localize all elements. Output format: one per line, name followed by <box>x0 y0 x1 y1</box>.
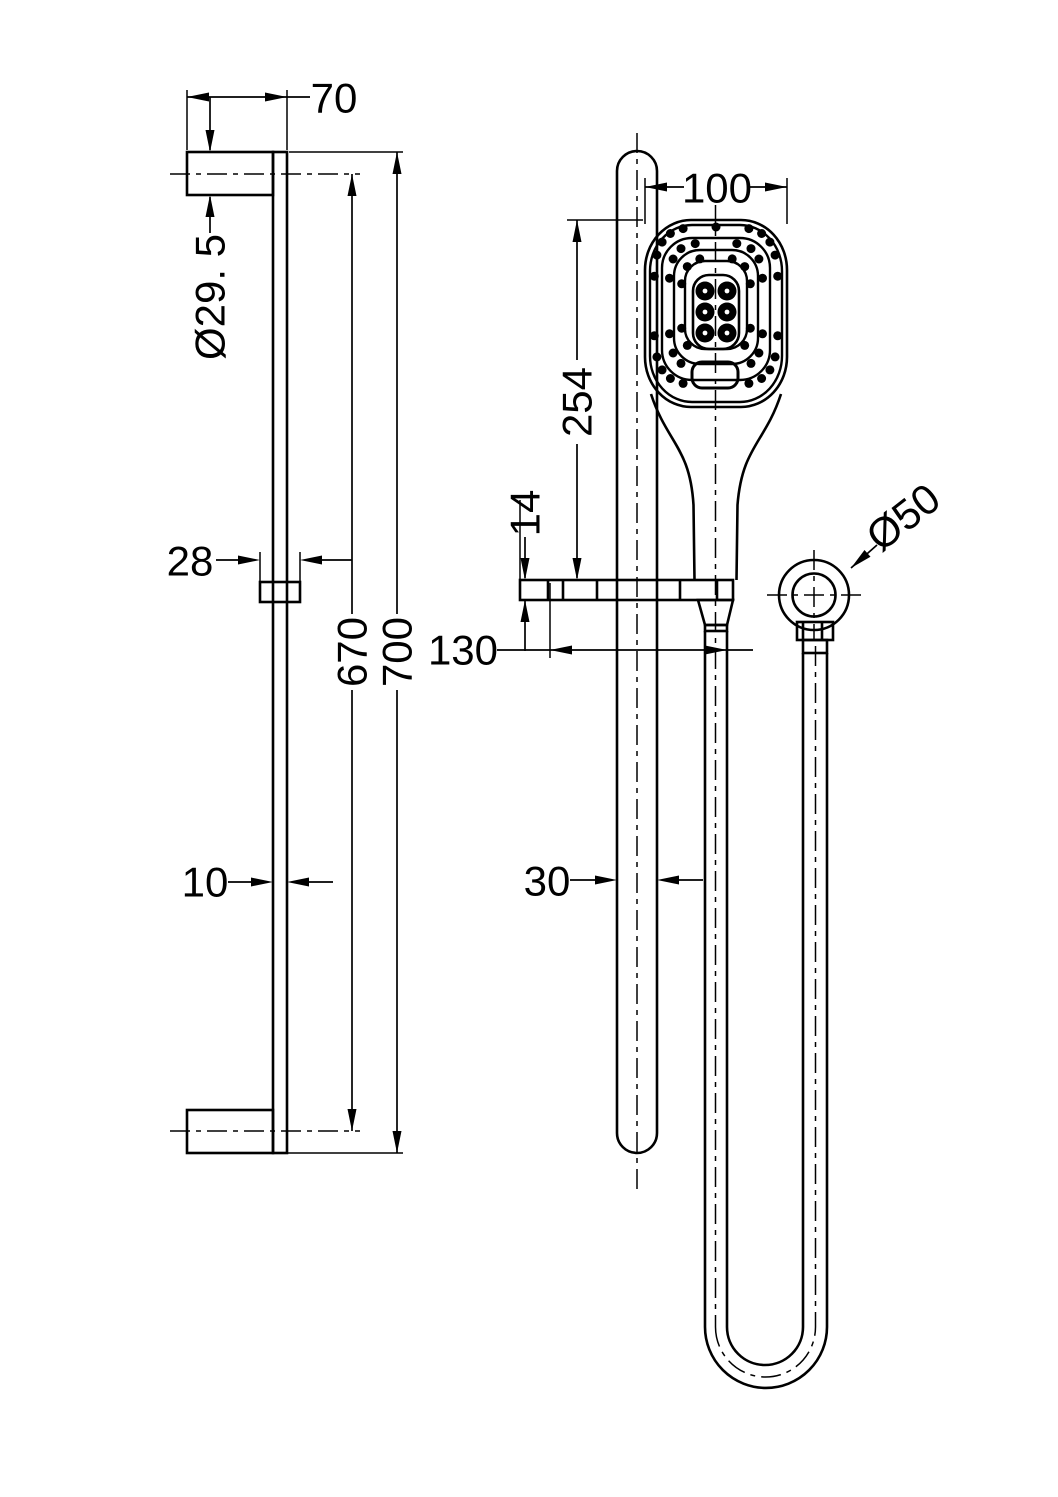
center-jet-capsule <box>691 273 741 351</box>
dim-14-label: 14 <box>502 490 549 537</box>
shower-head <box>643 205 789 1327</box>
hose <box>696 598 829 1390</box>
rail-side-profile <box>271 150 289 1155</box>
holder-bracket <box>518 500 735 602</box>
dim-670: 670 <box>329 174 376 1131</box>
right-view: 100 254 14 130 <box>428 133 949 1390</box>
dim-10-label: 10 <box>182 859 229 906</box>
dim-10: 10 <box>182 859 333 906</box>
nozzle-dots <box>649 222 783 388</box>
ring-ferrule <box>801 638 829 655</box>
dim-tube-diameter: Ø29. 5 <box>187 97 234 360</box>
slider-side-profile <box>258 580 302 604</box>
dim-254-label: 254 <box>554 367 601 437</box>
dim-700: 700 <box>275 151 421 1154</box>
dim-130: 130 <box>428 583 753 674</box>
dim-14: 14 <box>502 490 549 651</box>
dim-670-label: 670 <box>329 617 376 687</box>
hose-ubend-outer <box>703 1326 829 1390</box>
dim-700-label: 700 <box>374 617 421 687</box>
hanging-ring <box>767 550 861 655</box>
center-jets <box>695 281 737 343</box>
hose-nut-top <box>703 623 729 633</box>
dim-ring-diameter: Ø50 <box>850 474 949 569</box>
hose-ubend-centerline <box>714 1326 817 1378</box>
dim-28: 28 <box>167 538 352 585</box>
handle-left-edge <box>649 393 696 581</box>
dim-100: 100 <box>644 165 788 224</box>
dim-130-label: 130 <box>428 627 498 674</box>
hose-ubend-inner <box>725 1326 805 1367</box>
dim-30: 30 <box>524 858 703 905</box>
dim-ring-diameter-label: Ø50 <box>857 474 948 560</box>
dim-diameter-label: Ø29. 5 <box>187 234 234 360</box>
dim-100-label: 100 <box>682 165 752 212</box>
dim-30-label: 30 <box>524 858 571 905</box>
dim-254: 254 <box>554 219 643 580</box>
left-view: 70 Ø29. 5 28 10 <box>167 75 421 1155</box>
dim-70-label: 70 <box>311 75 358 122</box>
dim-28-label: 28 <box>167 538 214 585</box>
dim-70: 70 <box>186 75 358 150</box>
handle-right-edge <box>735 393 783 581</box>
